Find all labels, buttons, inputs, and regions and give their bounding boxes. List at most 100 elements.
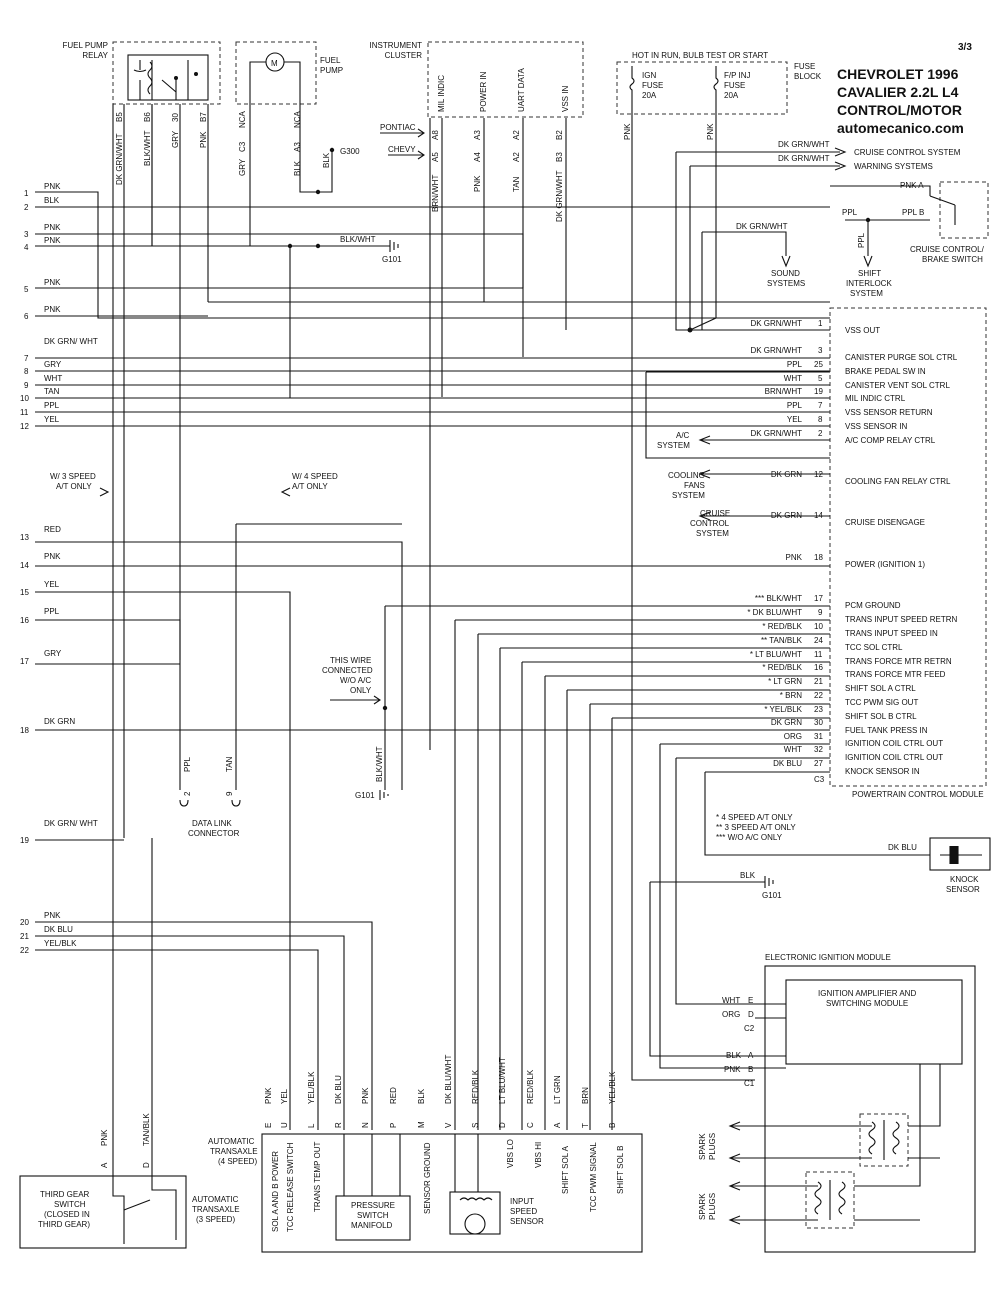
blk-wht-label: BLK/WHT [340, 235, 376, 244]
t4-wire: PNK [361, 1087, 370, 1104]
cluster-pin-uart: UART DATA [517, 67, 526, 112]
transaxle-3-speed: PNK TAN/BLK A D THIRD GEAR SWITCH (CLOSE… [19, 104, 240, 1249]
cluster-label-1: INSTRUMENT [370, 41, 423, 50]
row-num: 15 [20, 588, 29, 597]
t4-functions: SOL A AND B POWER TCC RELEASE SWITCH TRA… [271, 1139, 625, 1232]
t4-pin: M [417, 1121, 426, 1128]
t3-wire-tanblk: TAN/BLK [142, 1113, 151, 1146]
pnk-a-label: PNK A [900, 181, 924, 190]
title-line-3: CONTROL/MOTOR [837, 102, 962, 118]
t4-wire: YEL [280, 1088, 289, 1104]
row-num: 21 [20, 932, 29, 941]
amp-label-1: IGNITION AMPLIFIER AND [818, 989, 916, 998]
wire-label: BLK/WHT [143, 130, 152, 166]
this-wire-2: CONNECTED [322, 666, 373, 675]
pcm-wire: DK GRN/WHT [750, 346, 802, 355]
shift-interlock-1: SHIFT [858, 269, 881, 278]
pcm-pin: 2 [818, 429, 823, 438]
pcm-func: IGNITION COIL CTRL OUT [845, 753, 943, 762]
dkgrn-label-2: DK GRN/WHT [778, 154, 830, 163]
pcm-pin: 19 [814, 387, 823, 396]
pcm-pin: 9 [818, 608, 823, 617]
pcm-wire: * DK BLU/WHT [747, 608, 802, 617]
pcm-wire: * RED/BLK [762, 622, 802, 631]
row-num: 19 [20, 836, 29, 845]
pcm-pin: 11 [814, 650, 823, 659]
pcm-func: FUEL TANK PRESS IN [845, 726, 928, 735]
row-num: 14 [20, 561, 29, 570]
wire-label: TAN [512, 176, 521, 192]
row-num: 13 [20, 533, 29, 542]
pcm-func: VSS OUT [845, 326, 880, 335]
wires [35, 104, 931, 1172]
eim-c1: C1 [744, 1079, 755, 1088]
row-wire: DK GRN [44, 717, 75, 726]
fuel-pump: M FUEL PUMP [235, 41, 343, 120]
row-num: 7 [24, 354, 29, 363]
pcm-func: KNOCK SENSOR IN [845, 767, 920, 776]
row-num: 1 [24, 189, 29, 198]
t3-name-1: AUTOMATIC [192, 1195, 239, 1204]
pcm-wire: DK GRN [771, 718, 802, 727]
title-line-4: automecanico.com [837, 120, 964, 136]
wire-label: PNK [199, 131, 208, 148]
pcm-wire: ORG [784, 732, 802, 741]
pin-label: A3 [293, 142, 302, 152]
t4-wire: YEL/BLK [307, 1071, 316, 1104]
pcm-func: TRANS FORCE MTR RETRN [845, 657, 952, 666]
row-wire: PNK [44, 223, 61, 232]
t4-func: TCC PWM SIGNAL [589, 1142, 598, 1212]
pin-label: B6 [143, 112, 152, 122]
t4-pin: C [526, 1122, 535, 1128]
t3-wire-pnk: PNK [100, 1129, 109, 1146]
row-num: 11 [20, 408, 29, 417]
wire-label: GRY [238, 158, 247, 176]
sound-systems-1: SOUND [771, 269, 800, 278]
wire-label: BLK [322, 152, 331, 168]
wire-label: BRN/WHT [431, 175, 440, 212]
ppl-b-label: PPL B [902, 208, 924, 217]
t3-name-2: TRANSAXLE [192, 1205, 240, 1214]
t4-func: VBS LO [506, 1139, 515, 1168]
dkgrn-label-3: DK GRN/WHT [736, 222, 788, 231]
knock-wire: DK BLU [888, 843, 917, 852]
t4-pin: N [361, 1122, 370, 1128]
t4-wire: DK BLU [334, 1075, 343, 1104]
g101-mid-label: G101 [355, 791, 375, 800]
pcm-wire: ** TAN/BLK [761, 636, 803, 645]
wire-label: PNK [473, 175, 482, 192]
fuel-pump-relay-label-1: FUEL PUMP [63, 41, 109, 50]
pcm-func: TRANS INPUT SPEED IN [845, 629, 938, 638]
page-number: 3/3 [958, 42, 972, 53]
fuse-block-label-2: BLOCK [794, 72, 822, 81]
t3-name-3: (3 SPEED) [196, 1215, 235, 1224]
input-speed-sensor-icon [464, 1213, 486, 1235]
ppl-label: PPL [842, 208, 858, 217]
row-wire: DK BLU [44, 925, 73, 934]
t3-pin-d: D [142, 1162, 151, 1168]
hot-in-run-label: HOT IN RUN, BULB TEST OR START [632, 51, 768, 60]
input-speed-2: SPEED [510, 1207, 537, 1216]
pcm-func: CANISTER PURGE SOL CTRL [845, 353, 958, 362]
spark-plugs-1a: SPARK [698, 1133, 707, 1160]
t4-func: SOL A AND B POWER [271, 1151, 280, 1232]
blk-wht-vertical: BLK/WHT [375, 746, 384, 782]
t4-func: TCC RELEASE SWITCH [286, 1142, 295, 1232]
t4-pin: A [553, 1122, 562, 1128]
pcm-wire: BRN/WHT [765, 387, 802, 396]
pcm-pin: 17 [814, 594, 823, 603]
pcm-func: SHIFT SOL A CTRL [845, 684, 916, 693]
pcm-func: IGNITION COIL CTRL OUT [845, 739, 943, 748]
pcm-wire: PPL [787, 360, 803, 369]
spark-plugs-2b: PLUGS [708, 1193, 717, 1220]
sound-systems-2: SYSTEMS [767, 279, 805, 288]
pcm-func: POWER (IGNITION 1) [845, 560, 925, 569]
fuse-block-label-1: FUSE [794, 62, 815, 71]
eim-c2: C2 [744, 1024, 755, 1033]
pcm-pin: 22 [814, 691, 823, 700]
t4-wire: LT BLU/WHT [498, 1057, 507, 1104]
dlc-wire-tan: TAN [225, 756, 234, 772]
pcm-func: TRANS INPUT SPEED RETRN [845, 615, 958, 624]
fuel-pump-relay-label-2: RELAY [82, 51, 108, 60]
row-wire: GRY [44, 649, 62, 658]
